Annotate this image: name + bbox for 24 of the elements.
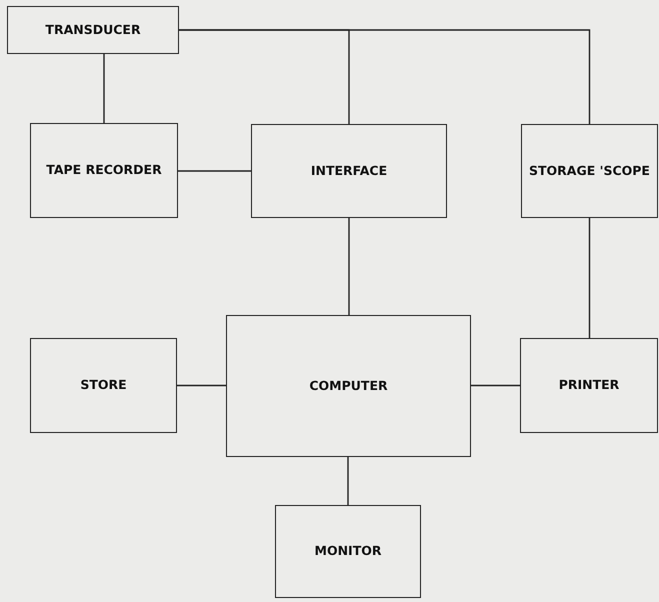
process-box bbox=[275, 505, 421, 598]
process-box bbox=[7, 6, 179, 54]
process-box bbox=[521, 124, 658, 218]
connector-line bbox=[588, 218, 590, 338]
process-box bbox=[251, 124, 447, 218]
connector-line bbox=[177, 384, 226, 386]
box-label: PRINTER bbox=[558, 378, 620, 393]
connector-line bbox=[348, 218, 350, 315]
process-box bbox=[30, 338, 177, 433]
process-box bbox=[30, 123, 178, 218]
box-label: TAPE RECORDER bbox=[46, 163, 162, 178]
connector-line bbox=[178, 170, 251, 172]
box-label: MONITOR bbox=[314, 544, 382, 559]
connector-line bbox=[103, 54, 105, 123]
connector-line bbox=[471, 384, 520, 386]
box-label: STORAGE 'SCOPE bbox=[529, 164, 650, 178]
connector-line bbox=[179, 29, 590, 124]
process-box bbox=[520, 338, 658, 433]
process-box bbox=[226, 315, 471, 457]
box-label: TRANSDUCER bbox=[45, 22, 141, 38]
box-label: INTERFACE bbox=[310, 164, 388, 178]
connector-line bbox=[347, 457, 349, 505]
box-label: COMPUTER bbox=[309, 378, 388, 394]
box-label: STORE bbox=[80, 378, 127, 393]
